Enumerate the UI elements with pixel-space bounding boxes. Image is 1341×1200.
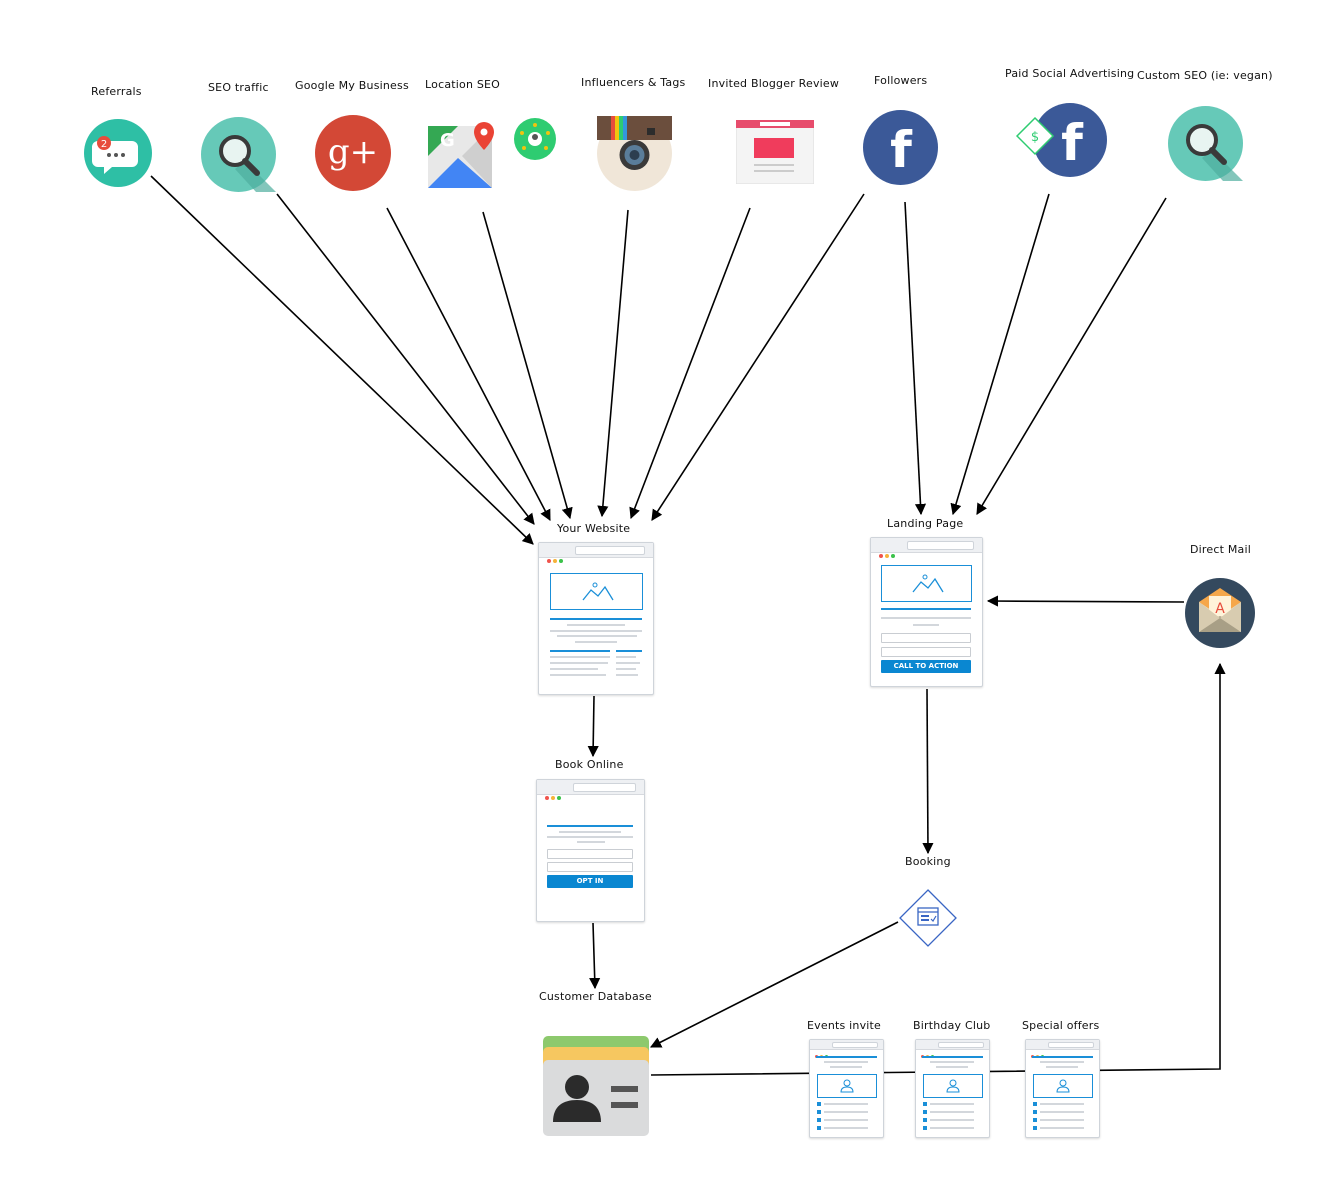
arrow-paid-to-landing <box>950 193 1050 516</box>
arrow-followers-to-landing <box>904 201 927 516</box>
landing-page-mockup: CALL TO ACTION <box>870 537 983 687</box>
google-plus-icon: g+ <box>315 115 391 191</box>
customer-database-contact-card-icon <box>543 1036 651 1137</box>
arrow-website-to-bookonline <box>587 695 599 758</box>
label-location-seo: Location SEO <box>425 78 501 91</box>
website-page-mockup <box>538 542 654 695</box>
arrow-booking-to-database <box>650 921 899 1048</box>
arrow-referrals-to-website <box>150 175 534 545</box>
book-online-page-mockup: OPT IN <box>536 779 645 922</box>
special-offers-email-mockup <box>1025 1039 1100 1138</box>
blogger-review-browser-icon <box>735 119 815 185</box>
referral-count-badge: 2 <box>101 139 107 150</box>
arrow-gmb-to-website <box>386 207 551 521</box>
opt-in-input-field[interactable] <box>547 862 633 872</box>
svg-text:$: $ <box>1031 130 1039 145</box>
label-special-offers: Special offers <box>1022 1019 1100 1032</box>
opt-in-input-field[interactable] <box>547 849 633 859</box>
label-google-my-business: Google My Business <box>295 79 409 92</box>
landing-input-field[interactable] <box>881 633 971 643</box>
label-paid-social-advertising: Paid Social Advertising <box>1005 67 1135 80</box>
gplus-text: g+ <box>328 132 378 172</box>
arrow-influencers-to-website <box>597 209 629 518</box>
direct-mail-envelope-icon: A <box>1185 578 1255 648</box>
label-influencers-tags: Influencers & Tags <box>581 76 686 89</box>
svg-text:f: f <box>1061 114 1084 172</box>
avatar-placeholder-icon <box>817 1074 877 1098</box>
paid-facebook-icon: f $ <box>1015 102 1109 180</box>
label-direct-mail: Direct Mail <box>1190 543 1251 556</box>
google-maps-icon: G <box>428 122 498 190</box>
arrow-seo-to-website <box>276 193 535 525</box>
label-landing-page: Landing Page <box>887 517 964 530</box>
local-network-icon <box>513 118 557 160</box>
label-customer-database: Customer Database <box>539 990 652 1003</box>
label-followers: Followers <box>874 74 928 87</box>
avatar-placeholder-icon <box>1033 1074 1093 1098</box>
events-invite-email-mockup <box>809 1039 884 1138</box>
svg-text:f: f <box>890 121 913 179</box>
arrow-location-to-website <box>482 211 573 520</box>
call-to-action-button[interactable]: CALL TO ACTION <box>881 660 971 673</box>
arrow-bookonline-to-database <box>589 922 601 990</box>
arrow-directmail-to-landing <box>986 595 1185 607</box>
arrow-landing-to-booking <box>922 688 934 855</box>
label-seo-traffic: SEO traffic <box>208 81 269 94</box>
referrals-chat-icon: 2 <box>84 119 152 187</box>
arrow-followers-to-website <box>651 193 865 521</box>
seo-search-icon <box>201 117 276 192</box>
arrow-customseo-to-landing <box>976 197 1167 515</box>
avatar-placeholder-icon <box>923 1074 983 1098</box>
label-booking: Booking <box>905 855 951 868</box>
arrow-database-to-directmail <box>650 662 1226 1076</box>
booking-form-icon <box>898 889 958 947</box>
label-events-invite: Events invite <box>807 1019 882 1032</box>
image-placeholder-icon <box>550 573 643 610</box>
facebook-followers-icon: f <box>863 110 938 185</box>
label-referrals: Referrals <box>91 85 142 98</box>
label-birthday-club: Birthday Club <box>913 1019 991 1032</box>
arrow-blogger-to-website <box>629 207 751 520</box>
label-your-website: Your Website <box>557 522 631 535</box>
image-placeholder-icon <box>881 565 972 602</box>
svg-text:A: A <box>1215 601 1225 617</box>
custom-seo-search-icon <box>1168 106 1243 181</box>
label-book-online: Book Online <box>555 758 624 771</box>
opt-in-button[interactable]: OPT IN <box>547 875 633 888</box>
label-invited-blogger-review: Invited Blogger Review <box>708 77 840 90</box>
landing-input-field[interactable] <box>881 647 971 657</box>
label-custom-seo: Custom SEO (ie: vegan) <box>1137 69 1273 82</box>
instagram-icon <box>597 116 672 191</box>
svg-text:G: G <box>440 130 455 151</box>
birthday-club-email-mockup <box>915 1039 990 1138</box>
